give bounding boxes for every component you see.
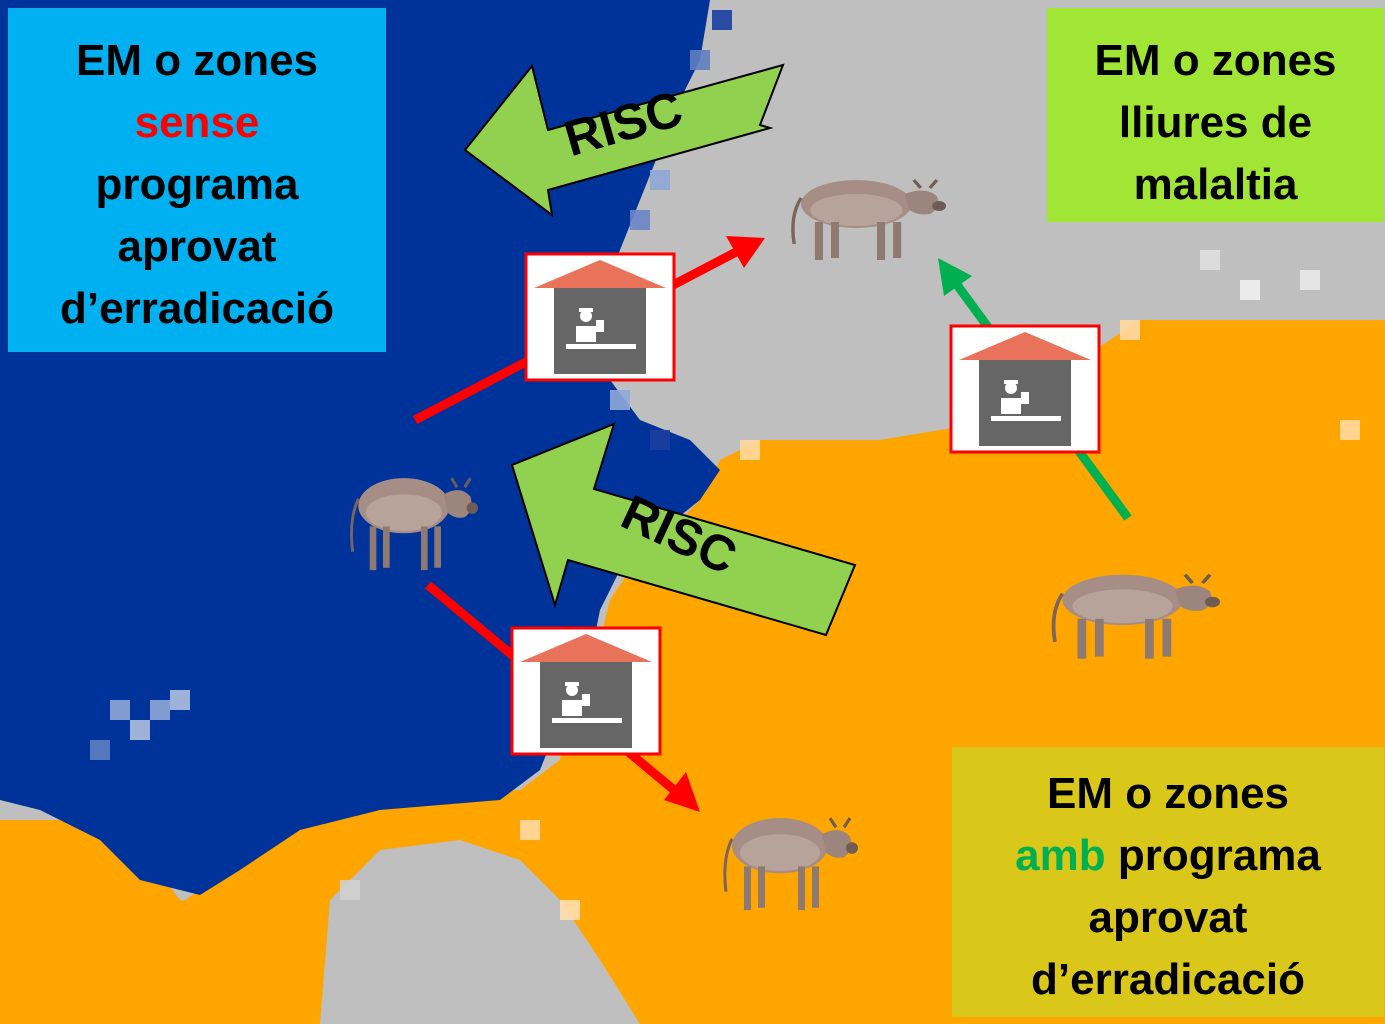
checkpoint-icon-bottom <box>510 626 662 756</box>
checkpoint-icon-top <box>524 252 676 382</box>
with-line4: d’erradicació <box>1031 955 1305 1004</box>
with-line2-rest: programa <box>1105 831 1321 880</box>
free-line3: malaltia <box>1133 160 1298 209</box>
with-line2: amb programa <box>952 825 1384 887</box>
label-disease-free: EM o zones lliures de malaltia <box>1047 8 1384 222</box>
with-line3: aprovat <box>1088 893 1248 942</box>
without-line1: EM o zones <box>75 36 319 85</box>
free-line1: EM o zones <box>1094 36 1337 85</box>
with-line1: EM o zones <box>1046 769 1290 818</box>
without-line4: aprovat <box>117 222 277 271</box>
free-line2: lliures de <box>1118 98 1313 147</box>
without-line3: programa <box>95 160 299 209</box>
label-without-program: EM o zones sense programa aprovat d’erra… <box>8 8 386 352</box>
risk-arrow-bottom: RISC <box>510 422 857 637</box>
without-highlight: sense <box>134 98 260 147</box>
label-with-program: EM o zones amb programa aprovat d’erradi… <box>952 747 1384 1017</box>
checkpoint-icon-right <box>949 324 1101 454</box>
shoreline-pixels <box>90 10 1360 920</box>
without-line5: d’erradicació <box>60 284 334 333</box>
program-zone-left <box>0 820 320 1024</box>
with-highlight: amb <box>1015 831 1106 880</box>
